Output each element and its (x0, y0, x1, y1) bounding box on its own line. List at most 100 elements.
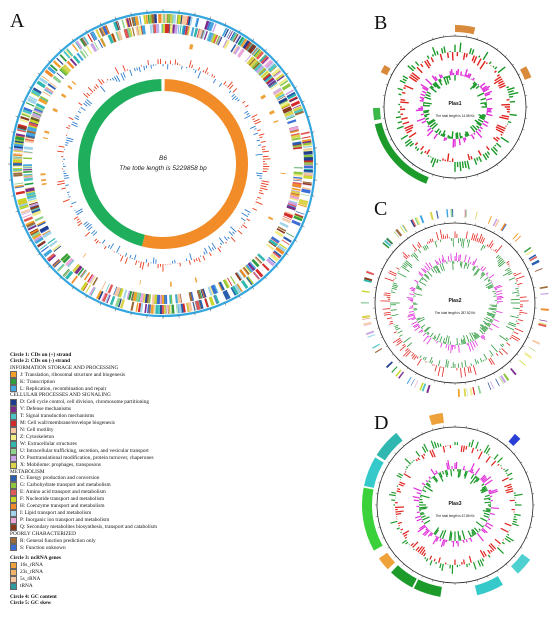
gc-spike (482, 88, 490, 93)
gene-block (363, 321, 372, 326)
gc-spike (443, 133, 446, 138)
gene-block (111, 33, 116, 43)
gene-block (131, 27, 136, 37)
gc-spike (411, 64, 416, 70)
gc-spike (446, 153, 450, 162)
gc-spike (404, 84, 414, 90)
legend-label: K: Transcription (20, 378, 55, 385)
gene-block (295, 210, 305, 215)
gene-block (90, 31, 98, 41)
gc-spike (480, 244, 485, 251)
gc-spike (486, 97, 493, 101)
gene-block (72, 55, 81, 64)
scale-tick (432, 37, 434, 40)
gc-spike (390, 520, 398, 524)
gc-spike (490, 507, 500, 510)
gc-spike (83, 102, 88, 107)
gene-block (265, 61, 274, 69)
legend-label: H: Coenzyme transport and metabolism (20, 503, 105, 510)
gc-spike (500, 133, 503, 136)
gene-block (512, 233, 519, 240)
gene-block (464, 209, 467, 218)
gene-block (143, 15, 146, 25)
gene-block (28, 95, 38, 102)
gc-spike (467, 256, 471, 264)
gc-spike (415, 287, 423, 291)
gc-spike (478, 113, 486, 118)
gc-spike (421, 515, 426, 519)
gc-spike (424, 60, 431, 69)
gene-block (59, 68, 67, 77)
gene-block (273, 250, 282, 258)
gc-spike (405, 468, 407, 471)
gc-spike (219, 242, 223, 246)
gene-block (269, 82, 278, 89)
gc-spike (470, 469, 474, 474)
gc-spike (423, 552, 427, 557)
gene-block (44, 87, 54, 95)
gene-block (242, 40, 250, 50)
gc-spike (470, 155, 473, 160)
gc-spike (442, 337, 446, 344)
legend-swatch (10, 482, 17, 490)
gc-spike (436, 265, 441, 274)
gc-spike (460, 367, 462, 378)
gene-block (161, 294, 165, 304)
scale-tick (394, 452, 397, 455)
gc-spike (426, 482, 431, 486)
gc-spike (490, 460, 497, 467)
gc-spike (493, 318, 500, 323)
gene-block (107, 284, 114, 294)
gene-block (275, 246, 285, 255)
gc-spike (399, 481, 406, 485)
gene-block (259, 54, 267, 63)
gc-spike (495, 126, 505, 132)
gene-block (31, 208, 41, 215)
gc-spike (482, 122, 488, 128)
gene-block (294, 213, 304, 218)
gene-block (204, 20, 210, 30)
gc-spike (450, 69, 453, 76)
gc-spike (517, 319, 524, 322)
gene-block (39, 244, 48, 251)
gc-spike (469, 261, 472, 265)
gc-spike (496, 297, 504, 299)
gene-block (230, 43, 237, 53)
gene-block (475, 211, 478, 220)
gene-block (261, 57, 270, 65)
gc-spike (442, 254, 445, 263)
gc-spike (493, 454, 499, 460)
gene-block (187, 26, 191, 36)
panel-a-scale-ticks (8, 9, 318, 319)
gc-spike (408, 307, 414, 309)
gc-spike (416, 66, 423, 74)
gc-spike (466, 131, 470, 137)
legend-label: S: Function unknown (20, 544, 66, 551)
scale-tick (527, 336, 530, 339)
gene-block (421, 383, 427, 392)
gc-spike (476, 449, 479, 452)
gene-block (47, 66, 57, 75)
gene-block (249, 59, 258, 68)
gene-block (117, 298, 122, 308)
gc-spike (431, 54, 435, 57)
gc-spike (507, 263, 510, 266)
scale-tick (238, 295, 241, 299)
gc-spike (230, 236, 236, 242)
gene-block (303, 174, 313, 176)
gc-spike (448, 530, 452, 541)
gc-spike (439, 229, 443, 240)
gene-block (82, 36, 90, 45)
gene-block (201, 288, 206, 298)
gc-spike (481, 335, 486, 341)
gc-spike (431, 123, 439, 130)
scale-tick (385, 258, 388, 261)
scale-tick (114, 308, 117, 312)
scale-tick (130, 312, 132, 316)
scale-tick (47, 60, 51, 63)
gc-spike (68, 125, 71, 127)
gene-block (102, 25, 109, 36)
gene-block (24, 140, 34, 144)
gc-spike (84, 101, 91, 107)
gene-block (26, 132, 36, 137)
